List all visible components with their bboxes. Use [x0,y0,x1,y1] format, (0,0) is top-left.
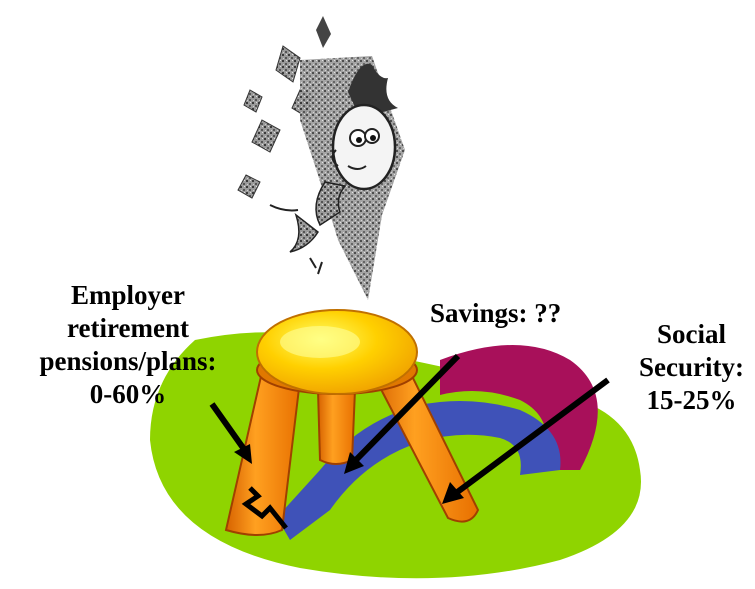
savings-text: Savings: ?? [430,298,562,328]
employer-line-1: Employer [71,280,185,310]
worried-man-clipart [237,16,405,300]
social-line-1: Social [656,319,726,349]
arrow-savings [344,353,461,474]
path-blue [250,401,561,540]
man-arm [269,204,299,212]
three-legged-stool-clipart [224,309,480,536]
cracked-stool-leg [241,486,288,530]
label-social-security: Social Security: 15-25% [628,318,755,417]
man-mouth [347,165,367,170]
label-employer-pensions: Employer retirement pensions/plans: 0-60… [0,279,256,411]
falling-paper [275,45,301,83]
arrow-social-security [442,377,610,504]
man-tie [289,212,319,253]
employer-line-3: pensions/plans: [39,346,217,376]
employer-line-2: retirement [67,313,189,343]
man-ear [331,149,339,167]
man-head [331,103,397,191]
stool-leg-left [224,370,302,536]
falling-paper [243,89,263,113]
employer-line-4: 0-60% [89,379,167,409]
stool-leg-middle [316,389,357,465]
man-body [315,181,347,227]
path-magenta [440,345,598,470]
social-line-3: 15-25% [646,385,737,415]
falling-paper [316,16,331,48]
label-savings: Savings: ?? [430,297,610,330]
social-line-2: Security: [639,352,744,382]
falling-paper [237,174,261,199]
falling-paper [251,119,281,153]
arrow-employer [209,402,252,464]
